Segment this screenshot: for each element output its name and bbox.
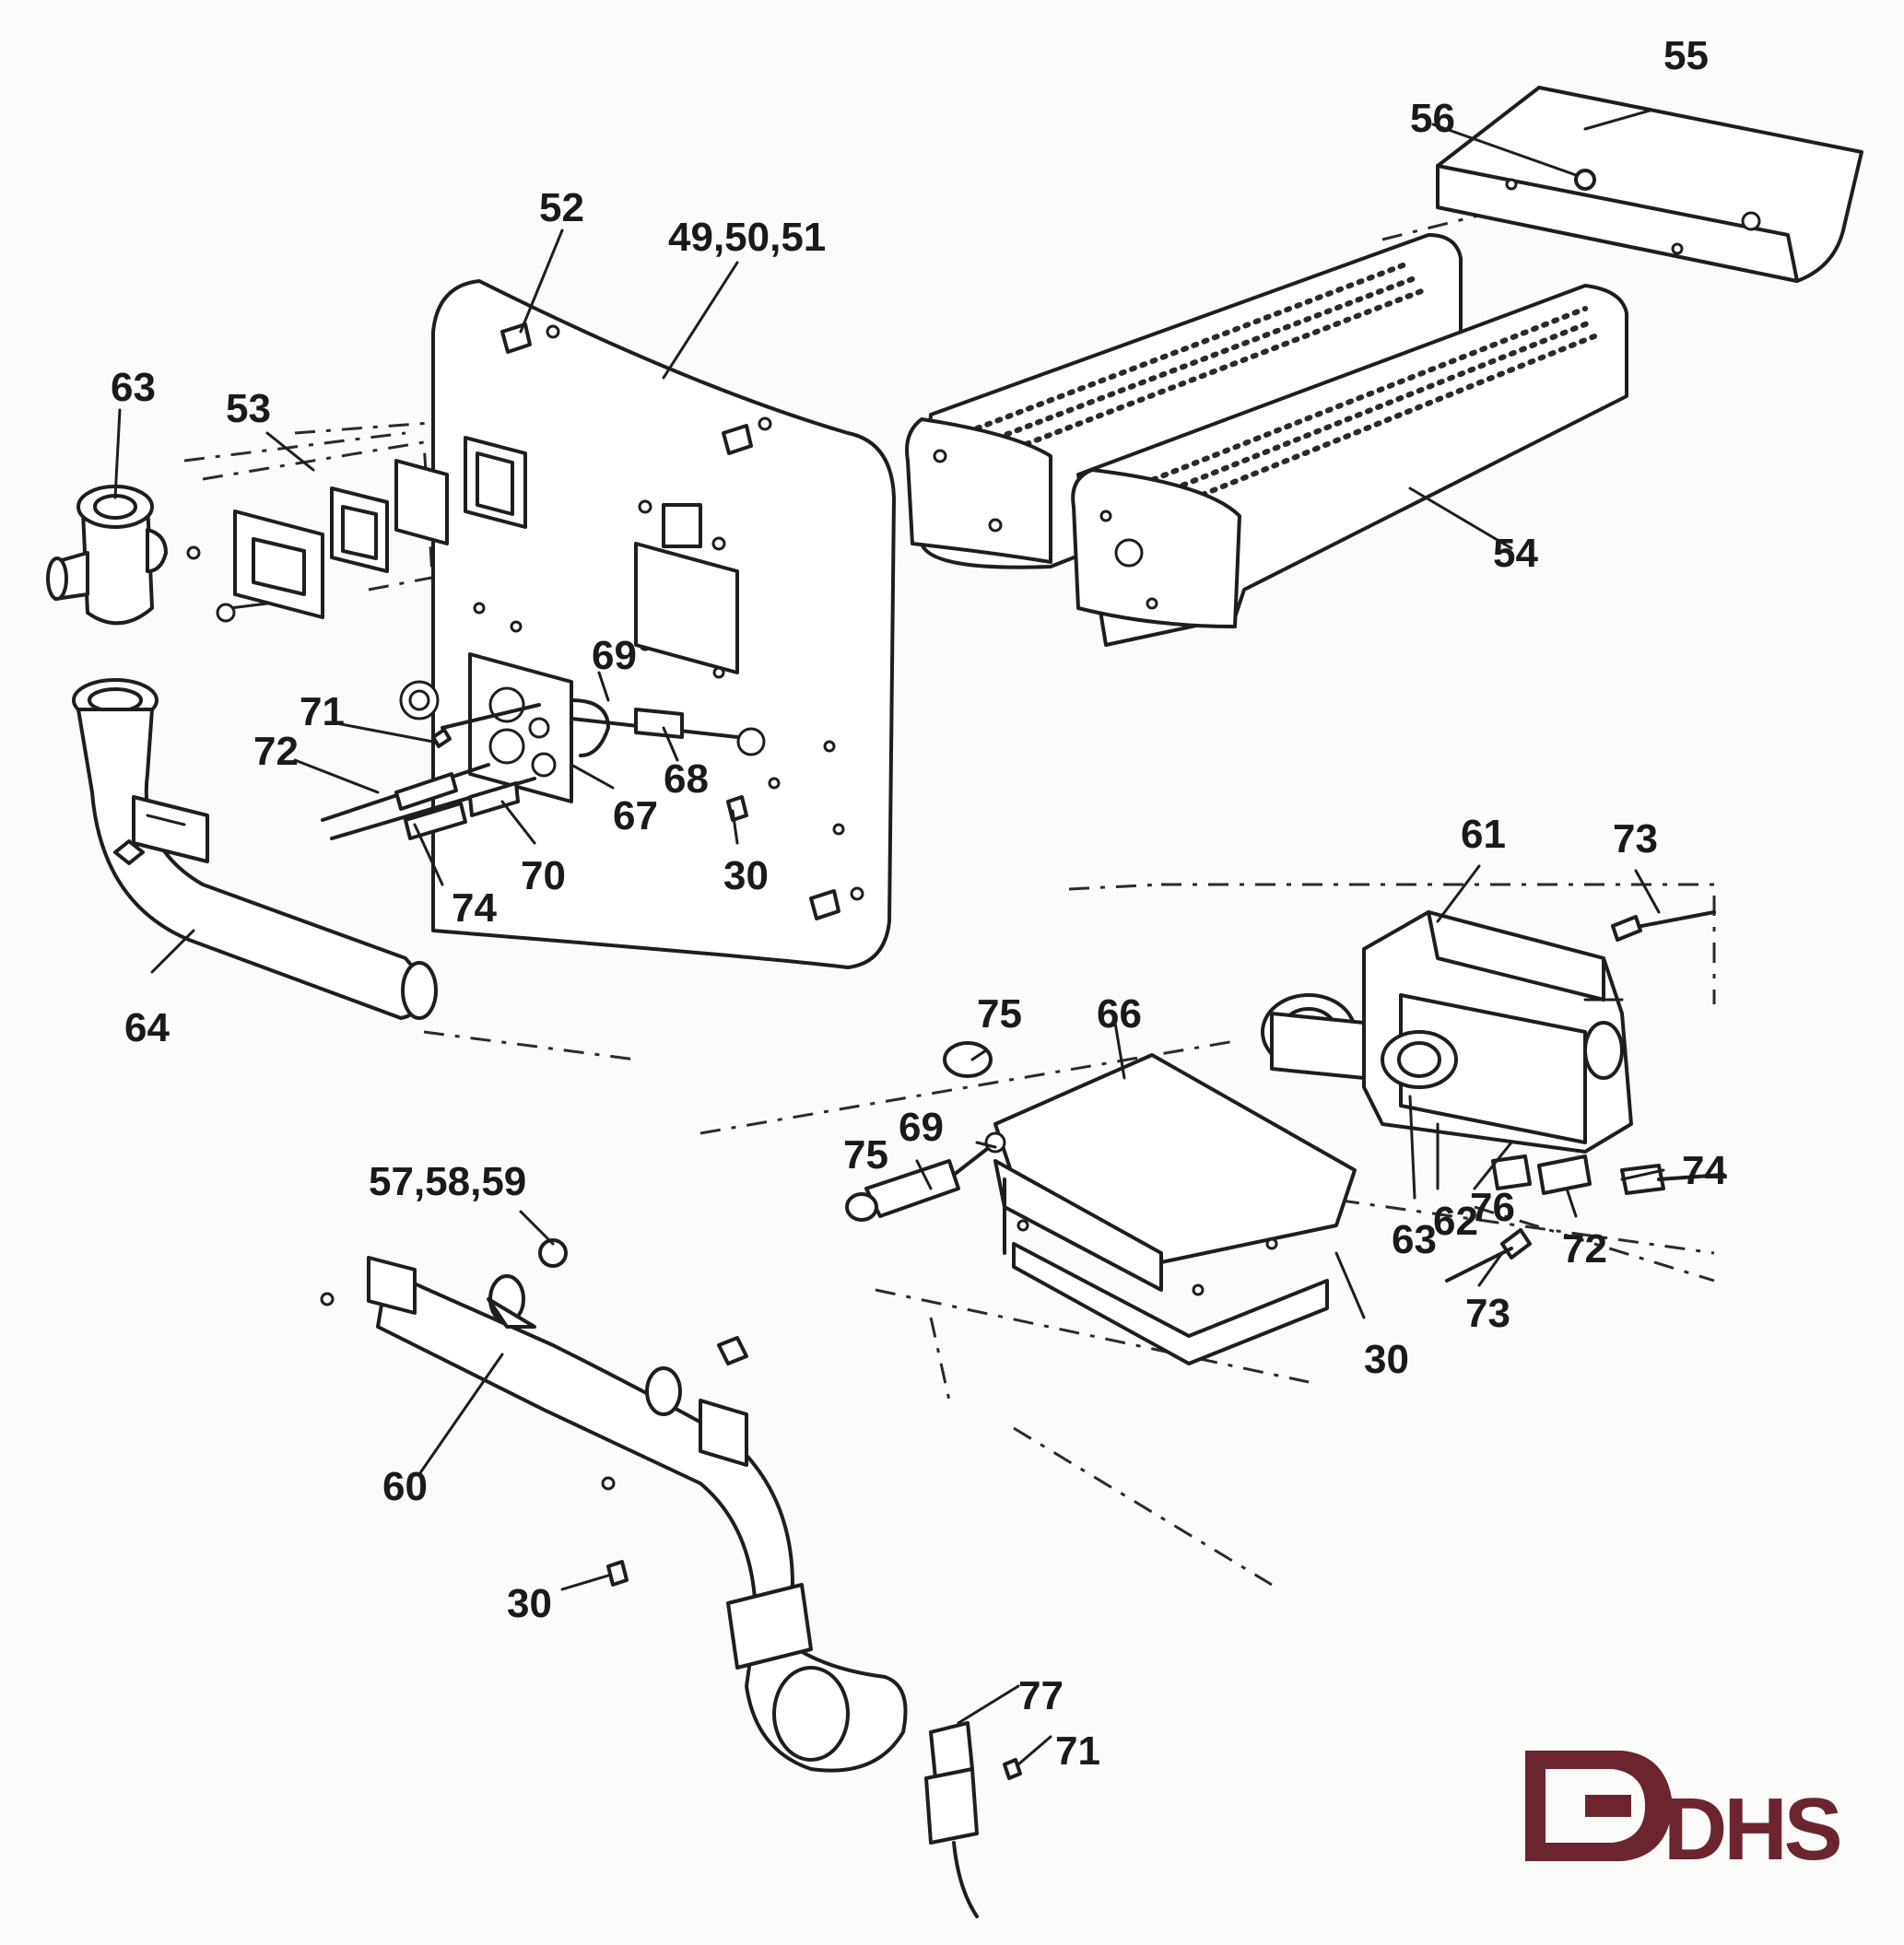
igniter-parts [845, 1041, 1006, 1222]
callout-55: 55 [1663, 33, 1709, 78]
callout-75-mid: 75 [843, 1132, 888, 1178]
callout-54: 54 [1493, 531, 1538, 576]
callout-64: 64 [124, 1005, 170, 1050]
callout-74-right: 74 [1682, 1148, 1727, 1193]
callout-76: 76 [1470, 1185, 1515, 1230]
dhs-logo-arrow-icon [1567, 1751, 1673, 1861]
leader-lines [113, 109, 1665, 1766]
callout-71-top: 71 [300, 689, 345, 734]
callout-75-top: 75 [977, 991, 1022, 1037]
screw-30-bottom [606, 1560, 629, 1587]
dhs-logo-bar-left [1525, 1751, 1546, 1861]
callout-67: 67 [613, 793, 658, 838]
callout-69-mid: 69 [899, 1105, 944, 1150]
callout-56: 56 [1410, 96, 1455, 141]
callout-74-left: 74 [452, 885, 497, 931]
mounting-plate [399, 279, 896, 969]
callout-labels: 55 56 52 49,50,51 63 53 54 69 71 72 68 6… [111, 33, 1727, 1774]
callout-73-bottom: 73 [1465, 1291, 1510, 1336]
callout-52: 52 [539, 185, 584, 230]
callout-71-bottom: 71 [1055, 1728, 1100, 1774]
orifice-57 [538, 1238, 568, 1268]
callout-57-58-59: 57,58,59 [369, 1159, 526, 1204]
callout-68: 68 [664, 756, 709, 802]
callout-30-bottom: 30 [507, 1581, 552, 1626]
wire-71 [441, 703, 541, 730]
screw-56 [1574, 169, 1596, 191]
callout-30-top: 30 [723, 853, 769, 898]
right-fittings [1445, 910, 1725, 1283]
callout-53: 53 [226, 386, 271, 431]
plate-holes [473, 324, 864, 901]
callout-63-mid: 63 [1392, 1217, 1437, 1262]
callout-73-top: 73 [1613, 816, 1658, 861]
callout-63-top: 63 [111, 365, 156, 410]
screw-30-top [726, 795, 748, 822]
thermocouple-77 [924, 1721, 1022, 1918]
manifold-60 [320, 1238, 908, 1773]
electrodes-and-fittings [321, 703, 766, 840]
callout-66: 66 [1097, 991, 1142, 1037]
dhs-logo: DHS [1525, 1751, 1844, 1879]
gas-valve-61 [1261, 910, 1633, 1154]
callout-69-top: 69 [592, 633, 637, 678]
gaskets [186, 436, 527, 623]
callout-60: 60 [382, 1464, 428, 1509]
callout-62: 62 [1433, 1199, 1478, 1244]
callout-30-mid: 30 [1364, 1337, 1409, 1382]
dhs-logo-text: DHS [1663, 1780, 1840, 1879]
wing-nut-52 [500, 322, 532, 354]
callout-70: 70 [521, 853, 566, 898]
burner-tubes-54 [905, 233, 1628, 647]
cover-66 [993, 1053, 1357, 1365]
callout-77: 77 [1018, 1673, 1064, 1718]
heat-shield-55 [1436, 86, 1863, 283]
gas-pipe-64 [72, 678, 438, 1020]
callout-49-50-51: 49,50,51 [668, 215, 826, 260]
callout-61: 61 [1461, 812, 1506, 857]
callout-72-top: 72 [253, 729, 299, 774]
tee-fitting-63 [46, 485, 168, 626]
callout-72-right: 72 [1562, 1226, 1607, 1271]
